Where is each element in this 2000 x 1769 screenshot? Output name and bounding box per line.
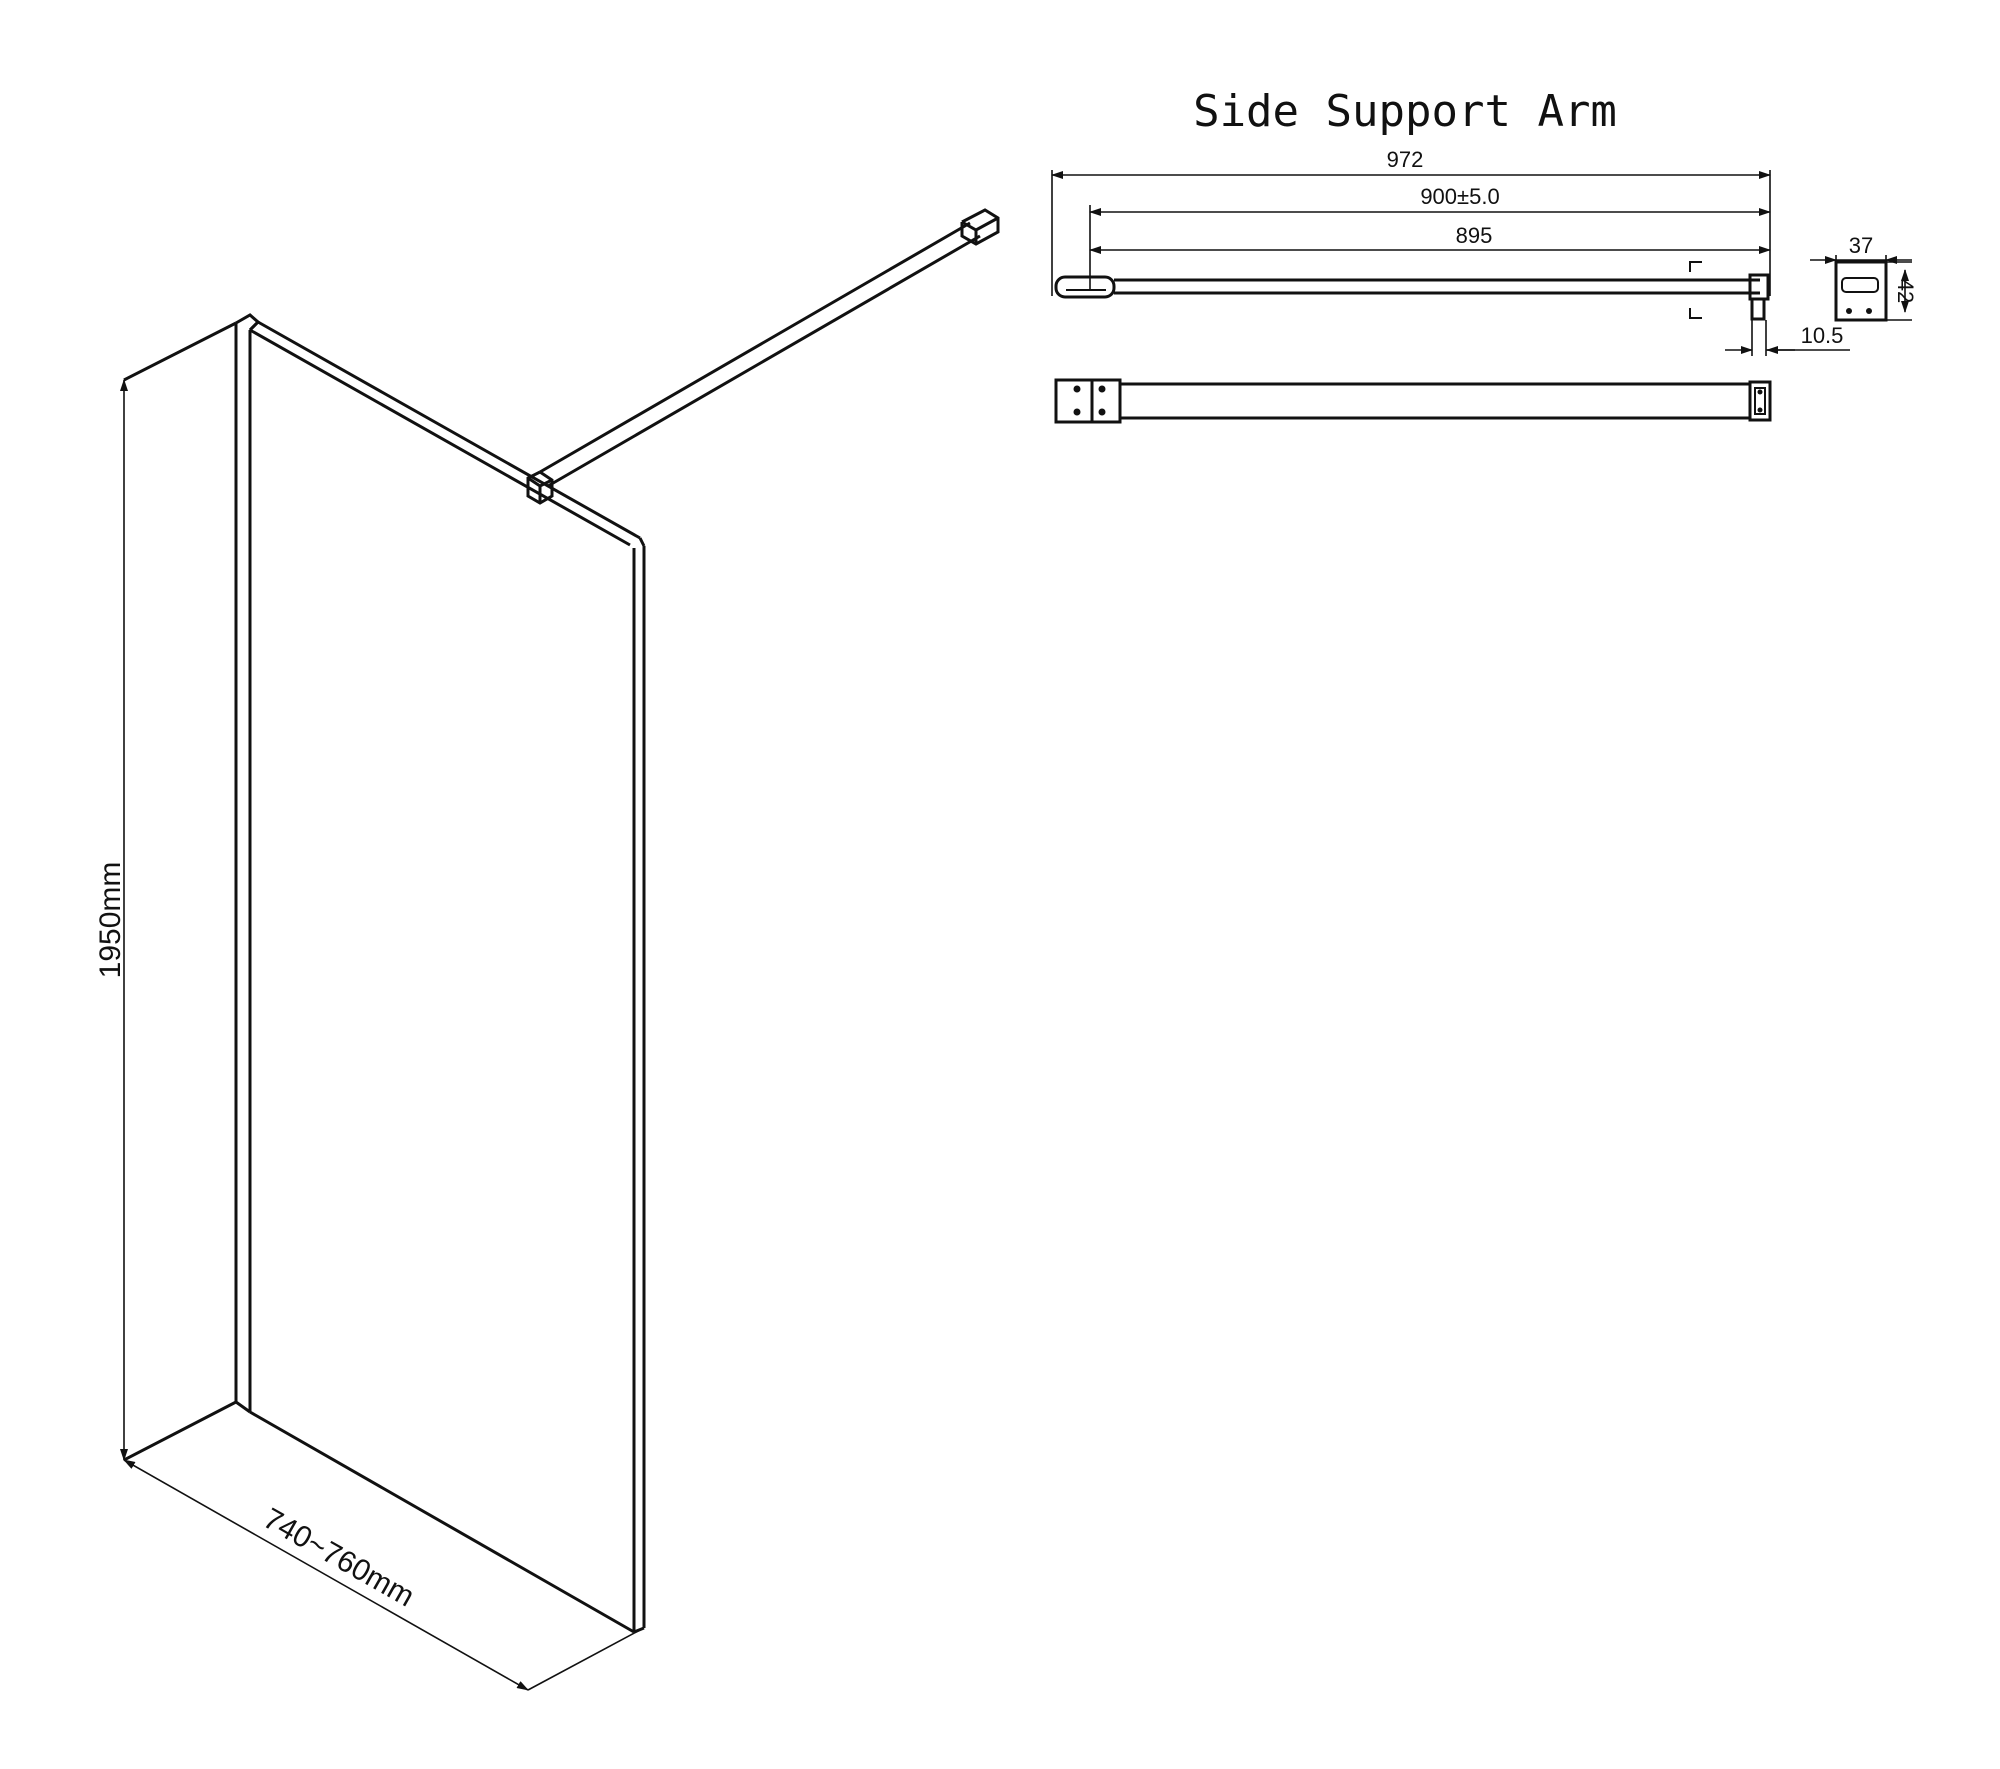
width-label: 740~760mm [258, 1502, 420, 1613]
wall-channel [234, 313, 261, 1414]
width-dimension: 740~760mm [123, 1459, 641, 1691]
adjustable-length-dimension: 900±5.0 [1089, 184, 1771, 290]
clamp-offset-label: 10.5 [1801, 323, 1844, 348]
bracket-end-view: 37 42 [1810, 233, 1918, 322]
adjustable-length-label: 900±5.0 [1420, 184, 1499, 209]
overall-length-label: 972 [1387, 147, 1424, 172]
height-label: 1950mm [94, 862, 127, 979]
bracket-width-label: 37 [1849, 233, 1873, 258]
clamp-offset-dimension: 10.5 [1725, 320, 1850, 356]
detail-title: Side Support Arm [1193, 86, 1617, 137]
glass-panel [123, 320, 646, 1634]
support-arm-isometric [526, 208, 1000, 505]
arm-plan-view [1054, 378, 1772, 424]
bracket-height-label: 42 [1893, 279, 1918, 303]
side-support-arm-detail: Side Support Arm 972 900±5.0 895 [1051, 86, 1918, 424]
glass-panel-view: 1950mm 740~760mm [94, 208, 1000, 1691]
height-dimension: 1950mm [94, 379, 128, 1461]
bar-length-label: 895 [1456, 223, 1493, 248]
overall-length-dimension: 972 [1051, 147, 1771, 296]
arm-side-view [1054, 261, 1770, 321]
bar-length-dimension: 895 [1089, 223, 1771, 254]
